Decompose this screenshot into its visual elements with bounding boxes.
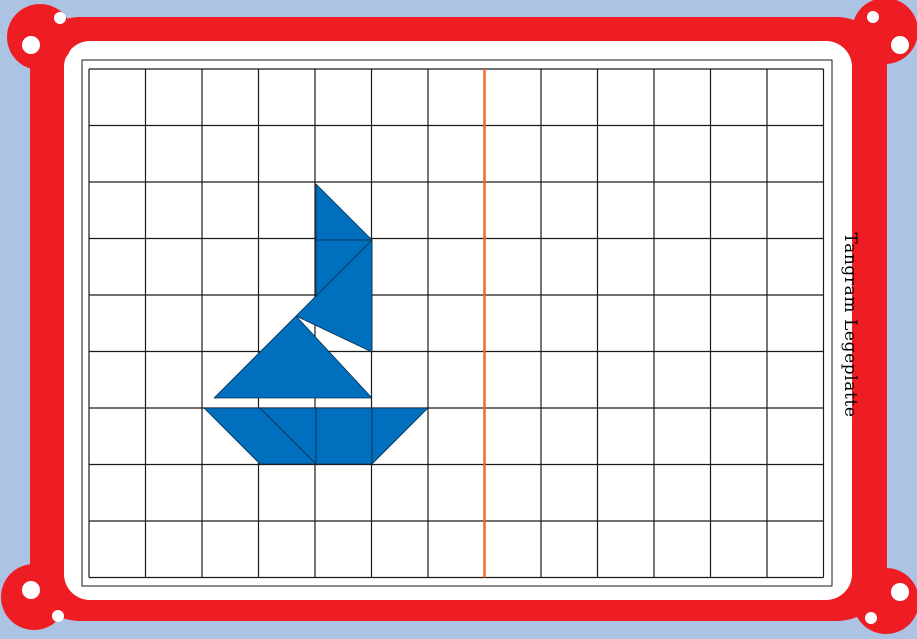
corner-hole-top-left-2 — [22, 36, 40, 54]
corner-hole-bottom-left-1 — [22, 581, 40, 599]
frame-corner-top-right — [852, 0, 917, 64]
board-title: Tangram Legeplatte — [840, 232, 860, 417]
frame-corner-bottom-right — [853, 568, 917, 634]
corner-hole-top-right-2 — [891, 36, 909, 54]
corner-hole-top-right-1 — [867, 11, 879, 23]
corner-hole-top-left-1 — [54, 12, 66, 24]
corner-hole-bottom-right-1 — [891, 583, 909, 601]
frame-inner-panel — [64, 41, 852, 600]
corner-hole-bottom-right-2 — [865, 612, 877, 624]
corner-hole-bottom-left-2 — [52, 610, 64, 622]
tangram-piece-square[interactable] — [316, 408, 372, 464]
